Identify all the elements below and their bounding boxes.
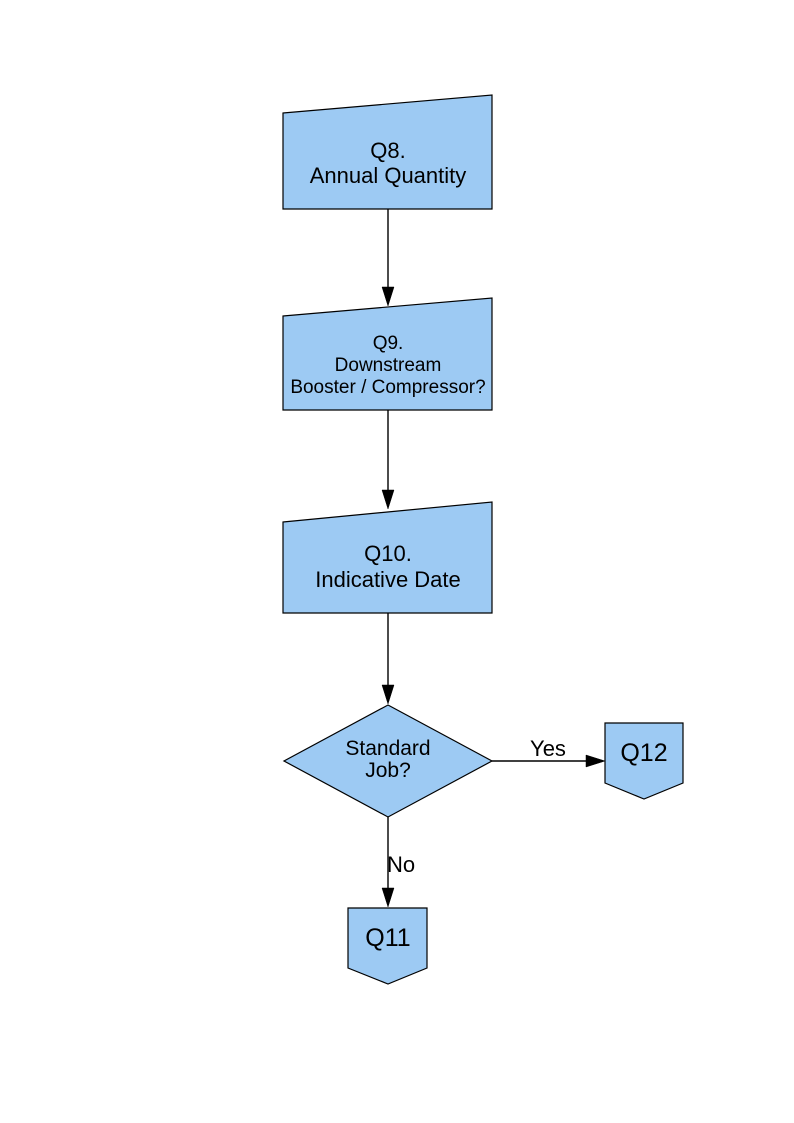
yes-edge-label: Yes <box>530 736 566 761</box>
decision-label-line2: Job? <box>365 759 411 782</box>
q9-label-line3: Booster / Compressor? <box>290 377 485 398</box>
q11-label: Q11 <box>365 924 410 952</box>
q12-offpage-connector-shape <box>604 722 684 800</box>
q9-process-shape <box>282 297 493 411</box>
arrowhead-q8-q9-icon <box>381 286 395 307</box>
q10-label-line1: Q10. <box>364 541 412 566</box>
decision-label-line1: Standard <box>345 737 430 760</box>
q10-label-line2: Indicative Date <box>315 567 461 592</box>
q12-label: Q12 <box>620 739 667 767</box>
arrowhead-decision-q12-icon <box>585 754 606 768</box>
q10-process-shape <box>282 501 493 614</box>
arrowhead-q9-q10-icon <box>381 489 395 510</box>
arrowhead-q10-decision-icon <box>381 684 395 705</box>
q9-label-line2: Downstream <box>335 355 442 376</box>
q8-label-line1: Q8. <box>370 138 405 163</box>
q11-offpage-connector-shape <box>347 907 428 985</box>
q9-label-line1: Q9. <box>373 333 404 354</box>
no-edge-label: No <box>387 852 415 877</box>
q8-process-shape <box>282 94 493 210</box>
arrowhead-decision-q11-icon <box>381 887 395 908</box>
q8-label-line2: Annual Quantity <box>310 163 467 188</box>
